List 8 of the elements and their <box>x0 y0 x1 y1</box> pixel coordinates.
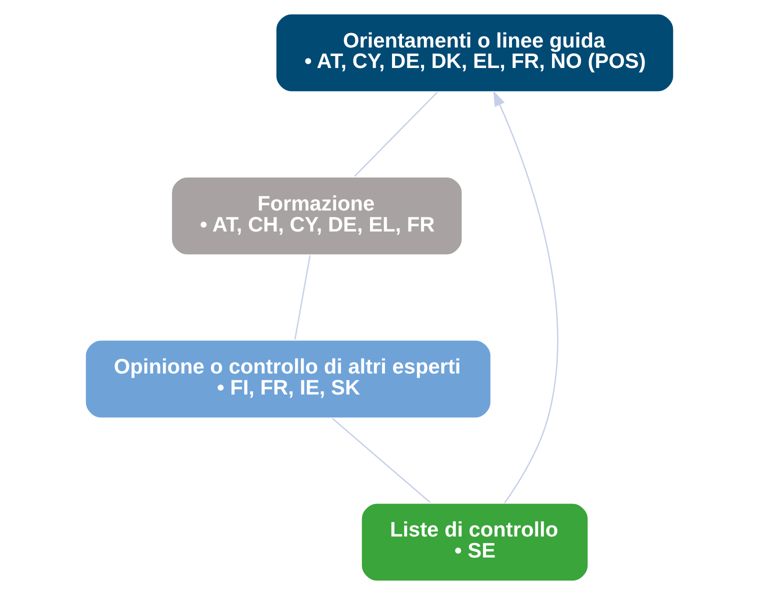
node-box: Liste di controllo • SE <box>360 502 589 582</box>
arrow <box>493 90 558 504</box>
connector <box>332 418 431 504</box>
node-box: Orientamenti o linee guida • AT, CY, DE, DK, EL, FR, NO (POS) <box>275 13 674 93</box>
node-box: Opinione o controllo di altri esperti • FI, FR, IE, SK <box>84 339 492 419</box>
connector <box>354 92 438 177</box>
node-box: Formazione • AT, CH, CY, DE, EL, FR <box>170 176 464 256</box>
connector <box>294 255 311 340</box>
